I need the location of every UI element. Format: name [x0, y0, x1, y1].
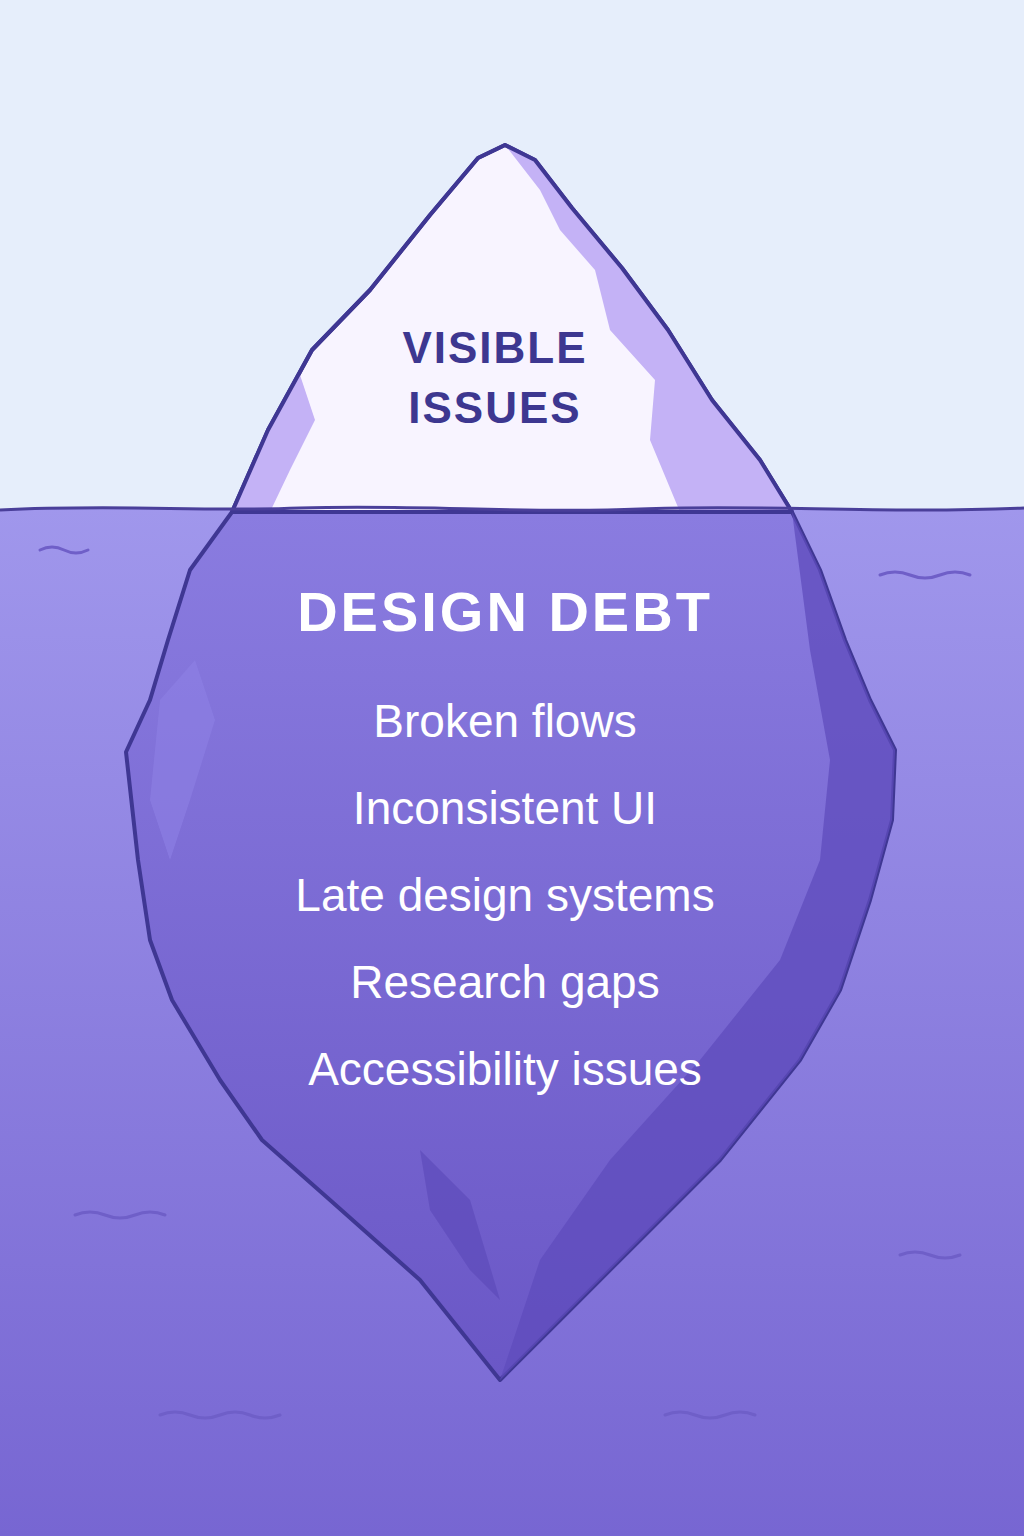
iceberg-tip-region: VISIBLE ISSUES — [360, 318, 630, 438]
debt-item: Broken flows — [190, 690, 820, 752]
sky — [0, 0, 1024, 512]
tip-label: VISIBLE ISSUES — [360, 318, 630, 438]
body-facet — [150, 660, 215, 860]
debt-item: Late design systems — [190, 864, 820, 926]
debt-item: Accessibility issues — [190, 1038, 820, 1100]
iceberg-body-region: DESIGN DEBT Broken flowsInconsistent UI La… — [190, 572, 820, 1100]
water-line — [0, 507, 1024, 510]
debt-item: Inconsistent UI — [190, 777, 820, 839]
iceberg-body — [126, 512, 895, 1380]
tip-facet — [232, 375, 315, 512]
wave-marks — [40, 547, 970, 1418]
tip-outline — [232, 145, 792, 512]
water — [0, 507, 1024, 1536]
debt-heading: DESIGN DEBT — [190, 572, 820, 652]
debt-item: Research gaps — [190, 951, 820, 1013]
iceberg-tip — [232, 145, 792, 512]
body-facet — [420, 1150, 500, 1300]
